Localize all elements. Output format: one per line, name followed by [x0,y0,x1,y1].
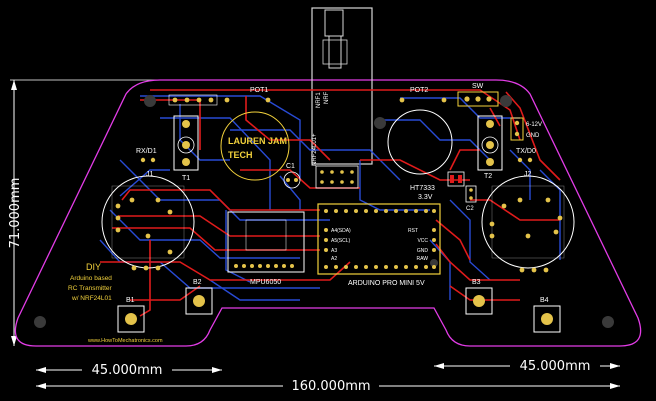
b3-label: B3 [472,279,481,286]
pot2-label: POT2 [410,87,428,94]
mpu6050-module: MPU6050 [227,211,305,286]
diy-label: DIY [86,262,101,272]
left-width-dimension: 45.000mm [36,362,222,378]
desc-line2: RC Transmitter [68,285,113,292]
nrf-module-label: NRF24L01+ [312,133,318,166]
a2-label: A2 [331,256,337,262]
button-b2: B2 [185,279,213,315]
arduino-pro-mini: A4(SDA) A5(SCL) A3 A2 RST VCC GND RAW AR… [317,203,441,287]
desc-line3: w/ NRF24L01 [71,295,112,302]
height-dimension-label: 71.000mm [8,178,23,249]
rx-header: RX/D1 [136,148,157,163]
j2-label: J2 [524,171,532,178]
mounting-hole [374,117,386,129]
rst-label: RST [408,228,418,234]
c1-label: C1 [286,163,295,170]
t2-label: T2 [484,173,492,180]
capacitor-outline-large [387,109,453,175]
t1-label: T1 [182,175,190,182]
button-b4: B4 [533,297,561,333]
button-b3: B3 [465,279,493,315]
txd0-label: TX/D0 [516,148,536,155]
nrf-header [315,165,359,189]
pot1-label: POT1 [250,87,268,94]
mounting-hole [500,95,512,107]
c2-label: C2 [466,206,474,212]
ht-voltage-label: 3.3V [418,194,433,201]
a5scl-label: A5(SCL) [331,238,351,244]
a3-label: A3 [331,248,337,254]
joystick-j1: J1 [101,171,195,271]
mounting-holes [34,95,614,328]
pot1-header: POT1 [168,87,271,106]
total-width-dimension-label: 160.000mm [291,379,370,394]
logo-line2: TECH [228,150,253,160]
total-width-dimension: 160.000mm [36,378,620,394]
b1-label: B1 [126,297,135,304]
tx-header: TX/D0 [516,148,536,163]
sw-label: SW [472,83,484,90]
joystick-j2: J2 [481,171,575,273]
gnd-label: GND [526,133,540,139]
mounting-hole [430,259,438,267]
trimmer-t1: T1 [173,115,199,182]
right-width-dimension: 45.000mm [434,358,620,374]
capacitor-c1: C1 [283,163,301,189]
pot2-header: POT2 [399,87,447,103]
b4-label: B4 [540,297,549,304]
desc-line1: Arduino based [70,275,112,282]
mounting-hole [144,95,156,107]
a4sda-label: A4(SDA) [331,228,351,234]
nrf-label: NRF [324,91,330,104]
height-dimension: 71.000mm [8,79,160,346]
website-label: www.HowToMechatronics.com [87,338,163,344]
vcc-label: VCC [417,238,428,244]
nrf1-label: NRF1 [316,92,322,108]
mounting-hole [602,316,614,328]
board-description: DIY Arduino based RC Transmitter w/ NRF2… [68,262,163,344]
button-b1: B1 [117,297,145,333]
regulator-ht7333: HT7333 3.3V [410,171,465,201]
power-connector: 6-12V GND [510,117,542,141]
trimmer-t2: T2 [477,115,503,180]
mpu-label: MPU6050 [250,279,281,286]
arduino-label: ARDUINO PRO MINI 5V [348,280,425,287]
ht7333-label: HT7333 [410,185,435,192]
nrf-antenna [311,7,373,165]
gnd-pin-label: GND [417,248,429,254]
power-in-label: 6-12V [526,122,542,128]
j1-label: J1 [146,171,154,178]
mounting-hole [34,316,46,328]
rxd1-label: RX/D1 [136,148,157,155]
raw-label: RAW [417,256,429,262]
switch-sw: SW [457,83,499,107]
right-width-dimension-label: 45.000mm [520,359,591,374]
capacitor-c2: C2 [465,185,477,212]
logo-line1: LAUREN JAM [228,136,287,146]
b2-label: B2 [193,279,202,286]
logo: LAUREN JAM TECH [220,111,290,181]
left-width-dimension-label: 45.000mm [92,363,163,378]
